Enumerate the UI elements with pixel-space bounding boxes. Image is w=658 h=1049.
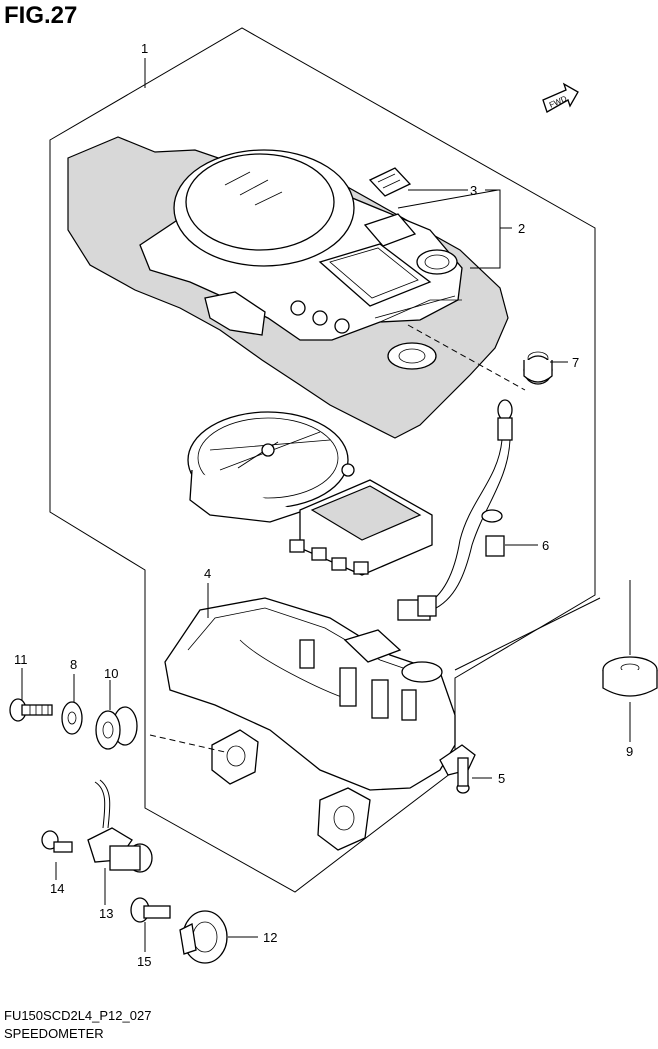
- bulb-harness-part-6: [397, 399, 513, 621]
- bolt-part-14: [41, 830, 73, 853]
- callout-8: 8: [70, 657, 77, 672]
- callout-11: 11: [14, 652, 28, 667]
- screw-part-5: [456, 757, 470, 794]
- washer-part-8: [61, 701, 83, 735]
- callout-6: 6: [542, 538, 549, 553]
- callout-labels: 1 2 3 4 5 6 7 8 9 10 11 12 13 14 15: [14, 41, 633, 969]
- figure-title: FIG.27: [4, 2, 78, 29]
- bolt-part-15: [130, 897, 171, 923]
- grommet-part-10: [95, 706, 138, 750]
- callout-13: 13: [99, 906, 113, 921]
- lower-case-part-4: [164, 597, 476, 851]
- leader-lines: [21, 58, 631, 952]
- meter-unit: [187, 411, 433, 576]
- callout-2: 2: [518, 221, 525, 236]
- grommet-part-9: [602, 656, 658, 697]
- callout-7: 7: [572, 355, 579, 370]
- diagram-name: SPEEDOMETER: [4, 1026, 104, 1041]
- callout-12: 12: [263, 930, 277, 945]
- forward-arrow: FWD: [542, 82, 579, 113]
- callout-3: 3: [470, 183, 477, 198]
- callout-5: 5: [498, 771, 505, 786]
- callout-1: 1: [141, 41, 148, 56]
- callout-9: 9: [626, 744, 633, 759]
- meter-cover: [67, 136, 509, 439]
- callout-14: 14: [50, 881, 64, 896]
- callout-15: 15: [137, 954, 151, 969]
- diagram-code: FU150SCD2L4_P12_027: [4, 1008, 152, 1023]
- callout-10: 10: [104, 666, 118, 681]
- grommet-part-7: [523, 351, 553, 385]
- rotor-part-12: [179, 910, 228, 964]
- callout-4: 4: [204, 566, 211, 581]
- bolt-part-11: [9, 698, 53, 722]
- speed-sensor-part-13: [87, 779, 153, 873]
